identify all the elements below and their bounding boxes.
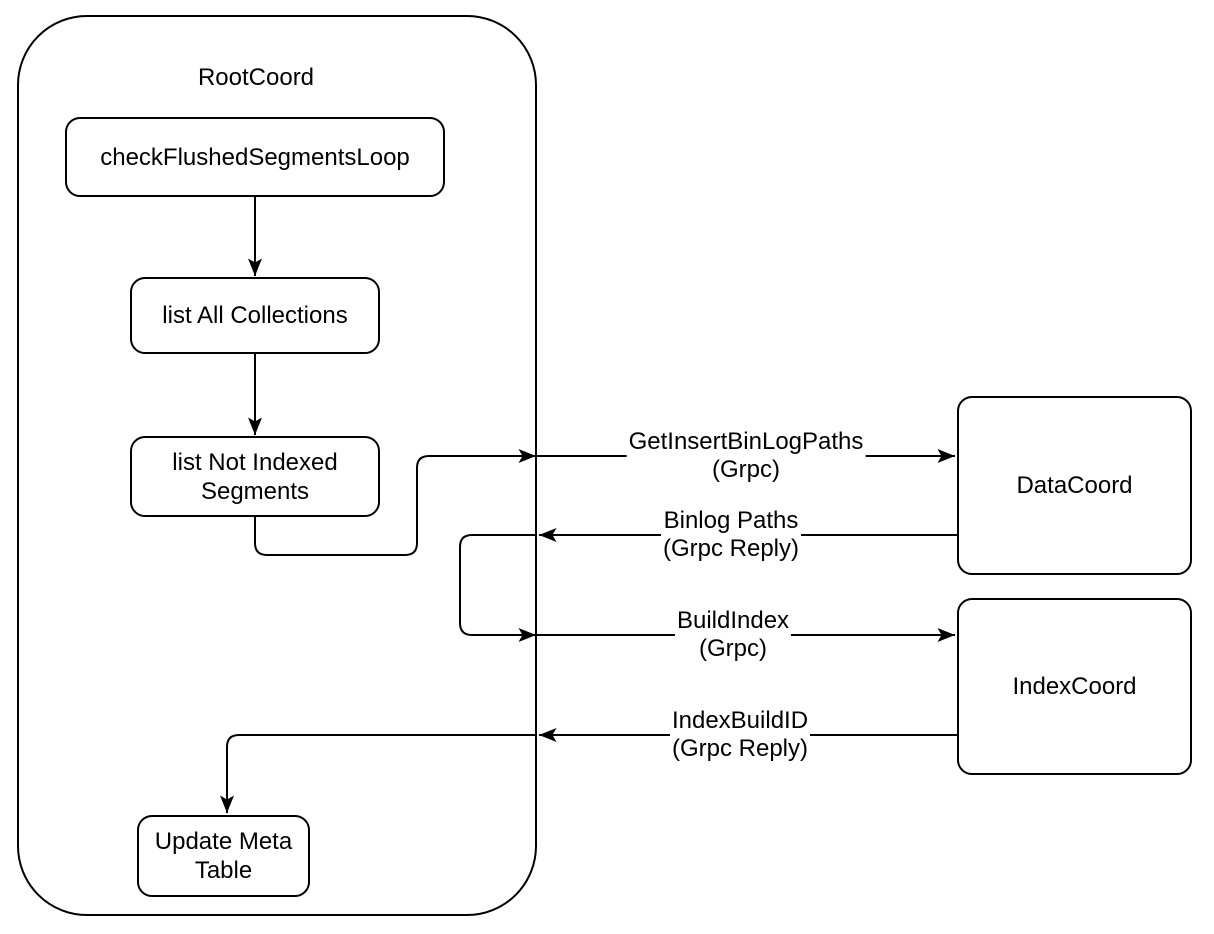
rootcoord-label: RootCoord xyxy=(197,64,315,91)
edge-label-binlog-paths-protocol: (Grpc Reply) xyxy=(662,535,800,562)
edge-label-index-build-id: IndexBuildID (Grpc Reply) xyxy=(669,707,811,763)
edge-label-build-index: BuildIndex (Grpc) xyxy=(674,607,792,663)
node-list-all-collections-label: list All Collections xyxy=(162,302,348,329)
edge-label-build-index-title: BuildIndex xyxy=(676,607,790,634)
edge-label-index-build-id-protocol: (Grpc Reply) xyxy=(671,735,809,762)
edge-label-build-index-protocol: (Grpc) xyxy=(698,635,767,662)
rootcoord-container xyxy=(17,15,537,916)
edge-reply-to-update-meta-table xyxy=(220,734,537,813)
edge-label-index-build-id-title: IndexBuildID xyxy=(671,707,809,734)
node-list-not-indexed-segments-label: list Not Indexed Segments xyxy=(172,448,338,505)
node-check-flushed-segments-loop-label: checkFlushedSegmentsLoop xyxy=(100,143,410,171)
node-list-not-indexed-segments: list Not Indexed Segments xyxy=(130,436,380,517)
edge-label-get-insert-binlog-paths-title: GetInsertBinLogPaths xyxy=(628,428,864,455)
node-data-coord: DataCoord xyxy=(957,396,1192,575)
edge-list-not-indexed-to-boundary xyxy=(254,449,536,556)
edge-reply-uturn-to-build-index xyxy=(459,534,537,642)
node-update-meta-table: Update Meta Table xyxy=(137,815,310,897)
node-index-coord: IndexCoord xyxy=(957,598,1192,775)
node-list-all-collections: list All Collections xyxy=(130,277,380,354)
edge-label-binlog-paths-title: Binlog Paths xyxy=(663,507,799,534)
edge-label-binlog-paths: Binlog Paths (Grpc Reply) xyxy=(660,507,802,563)
edge-label-get-insert-binlog-paths: GetInsertBinLogPaths (Grpc) xyxy=(626,428,866,484)
node-update-meta-table-label: Update Meta Table xyxy=(154,828,293,884)
edge-label-get-insert-binlog-paths-protocol: (Grpc) xyxy=(712,456,780,483)
node-data-coord-label: DataCoord xyxy=(1016,472,1133,499)
node-check-flushed-segments-loop: checkFlushedSegmentsLoop xyxy=(65,117,445,197)
node-index-coord-label: IndexCoord xyxy=(1012,673,1137,700)
